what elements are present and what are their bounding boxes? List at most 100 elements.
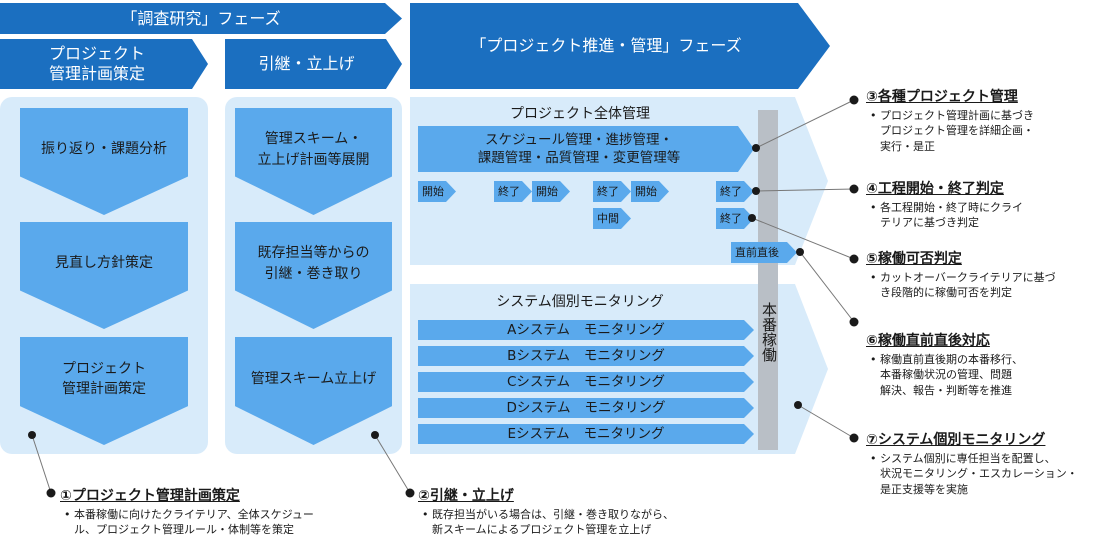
callout-2-line2: 新スキームによるプロジェクト管理を立上げ: [432, 523, 652, 537]
monitoring-label: モニタリング: [584, 399, 666, 416]
schedule-mgmt-line1: スケジュール管理・進捗管理・: [484, 131, 674, 148]
callout-2-body: •既存担当がいる場合は、引継・巻き取りながら、 新スキームによるプロジェクト管理…: [418, 507, 748, 538]
tag-start-3: 開始: [631, 181, 669, 202]
callout-7-line3: 是正支援等を実施: [880, 482, 968, 496]
callout-5-line2: き段階的に稼働可否を判定: [880, 286, 1012, 300]
monitoring-row: Aシステム モニタリング: [418, 320, 754, 340]
callout-4-line1: 各工程開始・終了時にクライ: [880, 201, 1023, 214]
survey-phase-label: 「調査研究」フェーズ: [121, 8, 281, 28]
tag-start-1: 開始: [418, 181, 456, 202]
pm-plan-label-line1: プロジェクト: [62, 360, 146, 377]
golive-label: 本番稼働: [760, 302, 778, 362]
policy-label: 見直し方針策定: [55, 255, 153, 272]
monitoring-label: モニタリング: [584, 373, 666, 390]
tag-golive-around: 直前直後: [731, 242, 797, 263]
tag-end-3a: 終了: [716, 181, 754, 202]
callout-7-line2: 状況モニタリング・エスカレーション・: [880, 467, 1078, 481]
bullet-icon: •: [870, 109, 877, 122]
pm-plan-label-line2: 管理計画策定: [62, 381, 146, 397]
bullet-icon: •: [870, 353, 877, 366]
pm-plan-stage-banner: プロジェクト 管理計画策定: [0, 39, 208, 89]
monitoring-label: モニタリング: [583, 347, 665, 364]
scheme-rollout-line2: 立上げ計画等展開: [257, 151, 370, 168]
scheme-rollout-line1: 管理スキーム・: [264, 131, 363, 148]
monitoring-title: システム個別モニタリング: [496, 294, 664, 310]
leader-dot-end-4: [849, 184, 859, 194]
leader-dot-end-2: [405, 488, 415, 498]
pm-plan-stage-line1: プロジェクト: [48, 44, 145, 63]
tag-end-3b: 終了: [716, 208, 754, 229]
golive-bar: [758, 110, 778, 450]
monitoring-system: Cシステム: [506, 373, 571, 390]
callout-1: ①プロジェクト管理計画策定 •本番稼働に向けたクライテリア、全体スケジュー ル、…: [60, 485, 390, 538]
monitoring-row: Cシステム モニタリング: [418, 372, 754, 392]
callout-3-line3: 実行・是正: [880, 139, 935, 153]
callout-3-title: ③各種プロジェクト管理: [866, 89, 1018, 105]
promotion-phase-label: 「プロジェクト推進・管理」フェーズ: [470, 36, 742, 55]
monitoring-row: Bシステム モニタリング: [418, 346, 754, 366]
monitoring-system: Eシステム: [507, 425, 570, 442]
monitoring-row: Eシステム モニタリング: [418, 424, 754, 444]
callout-1-line1: 本番稼働に向けたクライテリア、全体スケジュー: [74, 508, 314, 521]
takeover-line1: 既存担当等からの: [257, 245, 370, 262]
callout-6-line2: 本番稼働状況の管理、問題: [880, 368, 1012, 382]
callout-1-body: •本番稼働に向けたクライテリア、全体スケジュー ル、プロジェクト管理ルール・体制…: [60, 507, 390, 538]
takeover-line2: 引継・巻き取り: [264, 265, 363, 282]
tag-end-2: 終了: [593, 181, 631, 202]
callout-4-title: ④工程開始・終了判定: [866, 181, 1004, 197]
pm-plan-stage-line2: 管理計画策定: [48, 64, 145, 83]
callout-3-line2: プロジェクト管理を詳細企画・: [880, 124, 1034, 138]
bullet-icon: •: [870, 201, 877, 214]
bullet-icon: •: [422, 508, 429, 521]
callout-2-title: ②引継・立上げ: [418, 488, 514, 504]
schedule-mgmt-bar: スケジュール管理・進捗管理・ 課題管理・品質管理・変更管理等: [418, 126, 754, 172]
survey-phase-banner: 「調査研究」フェーズ: [0, 3, 402, 34]
handover-stage-banner: 引継・立上げ: [225, 39, 402, 89]
callout-4-line2: テリアに基づき判定: [880, 216, 979, 230]
callout-4: ④工程開始・終了判定 •各工程開始・終了時にクライ テリアに基づき判定: [866, 178, 1096, 231]
monitoring-system: Bシステム: [507, 347, 570, 364]
tag-mid: 中間: [593, 208, 631, 229]
callout-7: ⑦システム個別モニタリング •システム個別に専任担当を配置し、 状況モニタリング…: [866, 429, 1096, 497]
tag-end-1: 終了: [494, 181, 532, 202]
leader-line-6: [799, 251, 855, 323]
tag-start-2: 開始: [532, 181, 570, 202]
callout-7-body: •システム個別に専任担当を配置し、 状況モニタリング・エスカレーション・ 是正支…: [866, 451, 1096, 497]
callout-3-line1: プロジェクト管理計画に基づき: [880, 109, 1034, 122]
callout-4-body: •各工程開始・終了時にクライ テリアに基づき判定: [866, 200, 1096, 231]
scheme-launch-label: 管理スキーム立上げ: [250, 370, 377, 387]
monitoring-label: モニタリング: [583, 425, 665, 442]
bullet-icon: •: [870, 271, 877, 284]
promotion-phase-banner: 「プロジェクト推進・管理」フェーズ: [410, 3, 830, 89]
leader-dot-end-7: [849, 433, 859, 443]
callout-2-line1: 既存担当がいる場合は、引継・巻き取りながら、: [432, 508, 674, 521]
callout-5-title: ⑤稼働可否判定: [866, 251, 962, 267]
monitoring-system: Aシステム: [507, 321, 570, 338]
callout-2: ②引継・立上げ •既存担当がいる場合は、引継・巻き取りながら、 新スキームによる…: [418, 485, 748, 538]
leader-dot-end-1: [46, 488, 56, 498]
callout-5-body: •カットオーバークライテリアに基づ き段階的に稼働可否を判定: [866, 270, 1096, 301]
callout-5-line1: カットオーバークライテリアに基づ: [880, 271, 1056, 284]
monitoring-row: Dシステム モニタリング: [418, 398, 754, 418]
monitoring-system: Dシステム: [506, 399, 571, 416]
bullet-icon: •: [64, 508, 71, 521]
callout-6: ⑥稼働直前直後対応 •稼働直前直後期の本番移行、 本番稼働状況の管理、問題 解決…: [866, 330, 1096, 398]
review-analysis-label: 振り返り・課題分析: [41, 141, 167, 158]
callout-1-line2: ル、プロジェクト管理ルール・体制等を策定: [74, 523, 294, 537]
bullet-icon: •: [870, 452, 877, 465]
callout-3-body: •プロジェクト管理計画に基づき プロジェクト管理を詳細企画・ 実行・是正: [866, 108, 1096, 154]
callout-6-line3: 解決、報告・判断等を推進: [880, 383, 1012, 397]
callout-3: ③各種プロジェクト管理 •プロジェクト管理計画に基づき プロジェクト管理を詳細企…: [866, 86, 1096, 154]
handover-stage-label: 引継・立上げ: [258, 54, 355, 73]
callout-6-body: •稼働直前直後期の本番移行、 本番稼働状況の管理、問題 解決、報告・判断等を推進: [866, 352, 1096, 398]
callout-5: ⑤稼働可否判定 •カットオーバークライテリアに基づ き段階的に稼働可否を判定: [866, 248, 1096, 301]
callout-7-title: ⑦システム個別モニタリング: [866, 432, 1046, 448]
callout-6-line1: 稼働直前直後期の本番移行、: [880, 353, 1023, 366]
golive-label-box: 本番稼働: [757, 302, 779, 362]
monitoring-label: モニタリング: [583, 321, 665, 338]
callout-7-line1: システム個別に専任担当を配置し、: [880, 452, 1056, 465]
leader-dot-end-6: [849, 317, 859, 327]
callout-6-title: ⑥稼働直前直後対応: [866, 333, 990, 349]
overall-mgmt-title: プロジェクト全体管理: [510, 106, 650, 122]
leader-dot-end-5: [849, 254, 859, 264]
